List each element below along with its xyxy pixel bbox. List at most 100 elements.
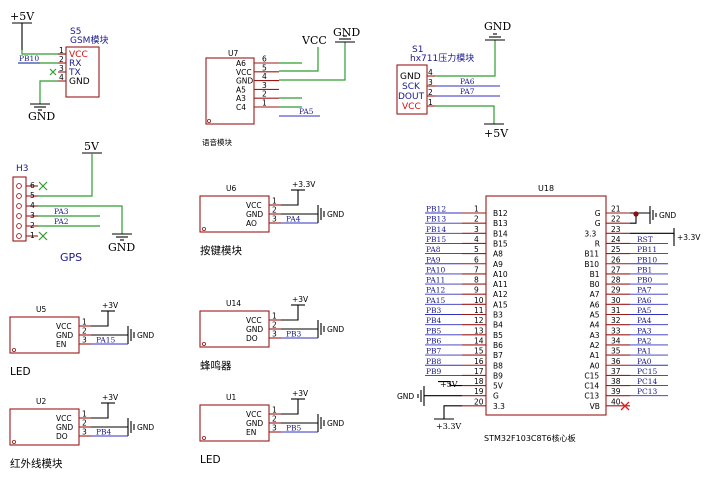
u14-name: 蜂鸣器 xyxy=(200,359,232,372)
u5-pin-num: 1 xyxy=(82,318,87,327)
u18-right-pin-num: 37 xyxy=(611,367,621,376)
u18-right-pin-num: 24 xyxy=(611,235,621,244)
s5-ref: S5 xyxy=(70,27,81,37)
u18-right-pin-name: R xyxy=(595,239,600,248)
u14-pin-num: 3 xyxy=(272,330,277,339)
u18-right-pin-name: A1 xyxy=(590,351,600,360)
u14-ref: U14 xyxy=(226,299,241,308)
s5-pin1-name: VCC xyxy=(69,50,88,60)
u18-name: STM32F103C8T6核心板 xyxy=(484,433,576,443)
u18-left-net: PB7 xyxy=(426,347,442,356)
s5-net-pb10: PB10 xyxy=(19,54,39,63)
u1-pin-num: 1 xyxy=(272,406,277,415)
s5-power-label: +5V xyxy=(10,10,35,23)
u18-left-pin-name: A12 xyxy=(493,290,508,299)
u18-right-ground-label: GND xyxy=(659,211,676,220)
u14-power-label: +3V xyxy=(292,295,309,304)
u2-name: 红外线模块 xyxy=(10,457,63,470)
u7-ground-label: GND xyxy=(333,26,360,39)
u18-right-pin-name: A0 xyxy=(590,361,600,370)
u18-left-pin-name: B5 xyxy=(493,331,503,340)
s1-net-pa6: PA6 xyxy=(460,77,475,86)
u18-left-net: PB9 xyxy=(426,367,442,376)
u18-left-pin-name: B13 xyxy=(493,219,508,228)
u18-pin40-no-connect-icon xyxy=(620,401,630,411)
u18-left-net: PA12 xyxy=(426,286,446,295)
u18-left-pin-num: 18 xyxy=(474,377,484,386)
s5-gsm-module[interactable]: +5V S5 GSM模块 1 2 3 4 VCC RX TX GND PB10 … xyxy=(10,10,108,123)
u5-power-label: +3V xyxy=(102,301,119,310)
u18-left-net: PB12 xyxy=(426,205,446,214)
u18-right-pin-num: 34 xyxy=(611,336,621,345)
u6-pin-num: 3 xyxy=(272,215,277,224)
u5-name: LED xyxy=(10,366,31,378)
h3-ground-icon xyxy=(112,233,132,241)
u18-right-pin-num: 22 xyxy=(611,215,621,224)
u18-left-pin-name: B6 xyxy=(493,341,503,350)
h3-pin5: 5 xyxy=(30,191,35,200)
u18-right-net: PB10 xyxy=(637,255,657,264)
u18-right-pin-name: A3 xyxy=(590,331,600,340)
u18-right-pin-num: 26 xyxy=(611,255,621,264)
u18-right-pin-name: C13 xyxy=(584,392,599,401)
u6-net: PA4 xyxy=(286,215,301,224)
u18-left-pin-name: A10 xyxy=(493,270,508,279)
u5-pin-name: EN xyxy=(56,340,66,349)
u18-right-net: PA5 xyxy=(637,306,652,315)
u7-pin-name: A3 xyxy=(236,94,246,103)
u18-right-net: PA3 xyxy=(637,326,652,335)
u18-right-pin-num: 31 xyxy=(611,306,621,315)
s1-power-label: +5V xyxy=(484,127,509,140)
u18-left-net: PA8 xyxy=(426,245,441,254)
u18-left-pin-name: B9 xyxy=(493,371,503,380)
u18-left-pin-name: B12 xyxy=(493,209,508,218)
u2-power-label: +3V xyxy=(102,393,119,402)
u2-pin-name: GND xyxy=(56,423,73,432)
u18-left-pin-name: B15 xyxy=(493,239,508,248)
u1-pin-name: GND xyxy=(246,419,263,428)
u18-right-pin-num: 28 xyxy=(611,276,621,285)
h3-gps-module[interactable]: H3 6 5 4 3 2 1 5V xyxy=(12,140,135,264)
u18-left-net: PB15 xyxy=(426,235,446,244)
u18-right-pin-num: 33 xyxy=(611,326,621,335)
u18-right-pin-name: VB xyxy=(590,402,600,411)
u18-left-pin-num: 16 xyxy=(474,357,484,366)
u7-net: PA5 xyxy=(299,107,314,116)
s5-pin4-name: GND xyxy=(69,77,90,87)
u18-right-pin-name: A6 xyxy=(590,300,600,309)
s1-ground-icon xyxy=(485,33,505,41)
u18-left-pin-name: 3.3 xyxy=(493,402,505,411)
s1-pin3-num: 3 xyxy=(428,78,433,87)
s1-ref: S1 xyxy=(412,45,423,55)
u18-right-pin-name: 3.3 xyxy=(584,229,596,238)
u18-right-pin-num: 36 xyxy=(611,357,621,366)
u6-name: 按键模块 xyxy=(200,244,242,257)
u18-left-net: PA9 xyxy=(426,255,441,264)
s1-name: hx711压力模块 xyxy=(410,52,474,64)
u18-right-pin-name: A7 xyxy=(590,290,600,299)
u18-right-pin-num: 29 xyxy=(611,286,621,295)
u18-left-ground-icon xyxy=(417,386,425,406)
s1-hx711-module[interactable]: S1 hx711压力模块 GND SCK DOUT VCC 4 3 2 1 GN… xyxy=(396,20,511,140)
u18-left-pin-num: 2 xyxy=(474,215,479,224)
s5-pin4-num: 4 xyxy=(59,73,64,82)
u18-left-net: PB6 xyxy=(426,336,442,345)
u18-left-pin-name: B8 xyxy=(493,361,503,370)
u14-pin-num: 1 xyxy=(272,312,277,321)
u1-ref: U1 xyxy=(226,393,236,402)
u18-right-pin-name: B10 xyxy=(584,260,599,269)
u18-right-ground-icon xyxy=(649,206,657,224)
u5-net: PA15 xyxy=(96,336,116,345)
s1-body xyxy=(396,64,428,115)
h3-pin6-no-connect-icon xyxy=(38,181,48,191)
u18-right-pin-num: 21 xyxy=(611,205,621,214)
u18-right-pin-name: B11 xyxy=(584,250,599,259)
